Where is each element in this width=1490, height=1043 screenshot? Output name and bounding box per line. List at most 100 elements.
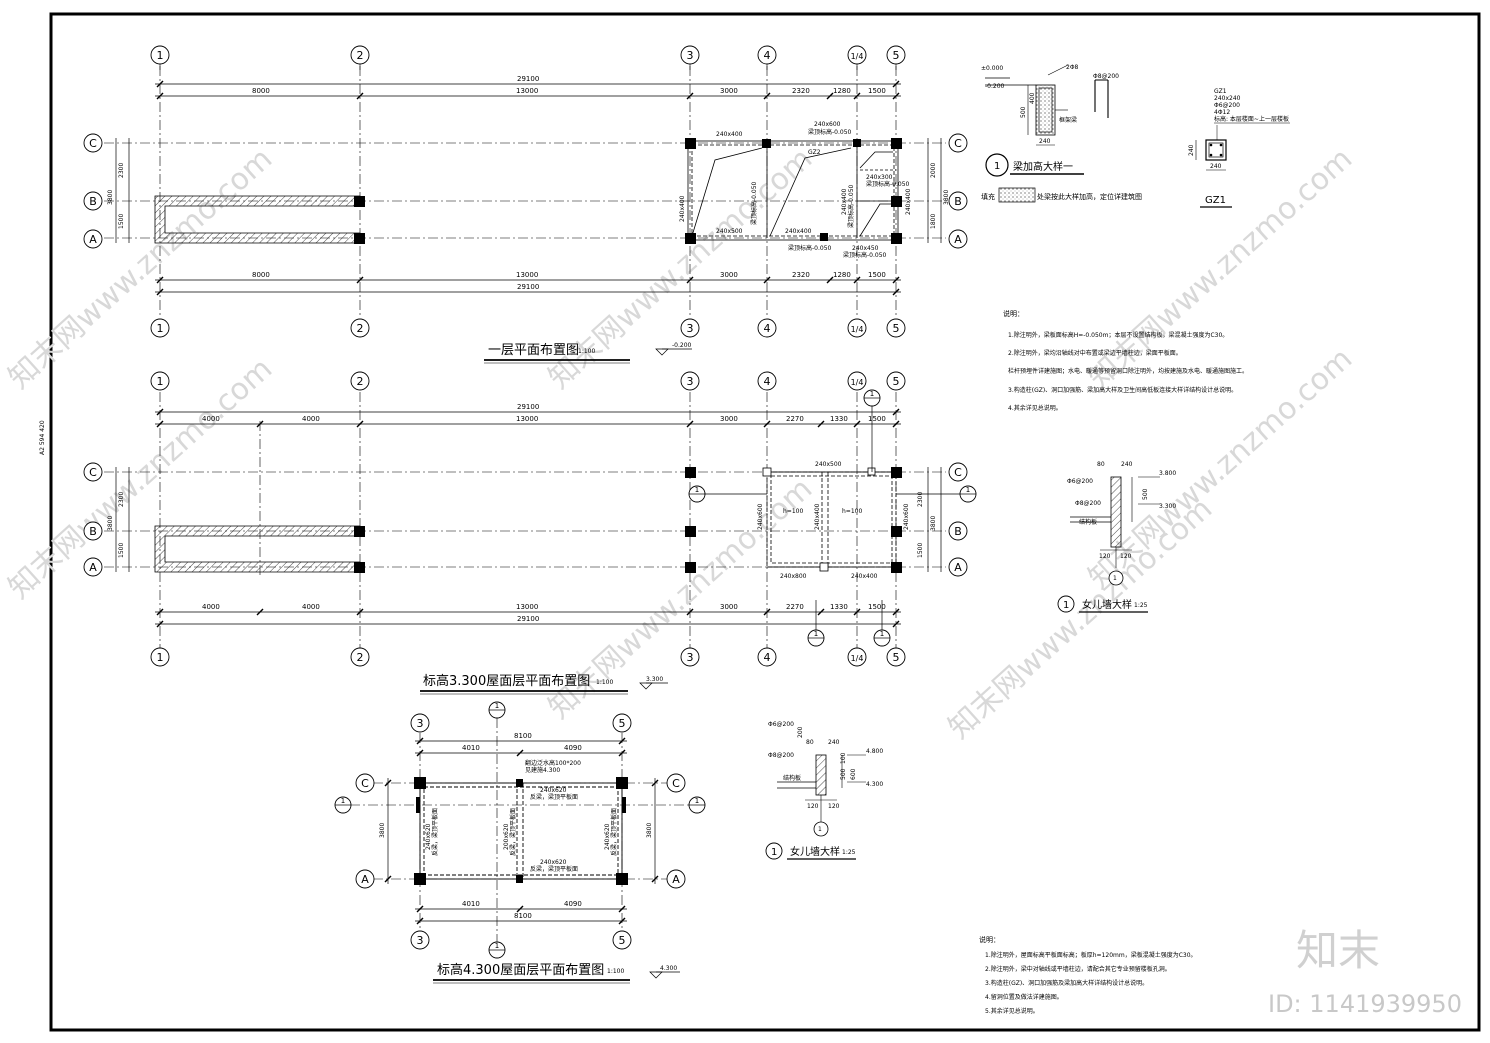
beam-label: h=100 (842, 508, 862, 515)
dim-label: 3000 (720, 603, 738, 611)
axis-label: B (89, 195, 97, 208)
axis-label: 1 (157, 49, 164, 62)
section-mark: 1 (814, 630, 818, 638)
detail-mark: Φ8@200 (1093, 73, 1119, 80)
axis-label: 2 (357, 322, 364, 335)
dim-label: 2270 (786, 415, 804, 423)
detail-mark: Φ8@200 (1075, 500, 1101, 507)
axis-label: A (954, 561, 962, 574)
detail-gz1: GZ1 240x240 Φ6@200 4Φ12 标高: 本层楼面~上一层楼板 2… (1188, 88, 1290, 208)
gz1-dim: 240 (1210, 163, 1222, 170)
axis-label: C (361, 777, 369, 790)
section-mark: 1 (880, 630, 884, 638)
detail-mark: 4.300 (866, 781, 883, 788)
detail-mark: 500 (840, 768, 847, 780)
axis-label: 4 (764, 49, 771, 62)
beam-label: GZ2 (808, 149, 821, 156)
section-mark: 1 (495, 702, 499, 710)
gz1-title: GZ1 (1205, 195, 1226, 206)
note-item: 5.其余详见总说明。 (985, 1007, 1039, 1015)
detail-mark: -0.200 (985, 83, 1005, 90)
detail-mark: Φ6@200 (1067, 478, 1093, 485)
detail-mark: 1 (771, 847, 777, 858)
plan-1: 29100 8000 13000 3000 2320 1280 1500 800… (83, 45, 968, 364)
detail-mark: 240 (1121, 461, 1133, 468)
beam-label: 反梁，梁顶平板面 (610, 808, 618, 856)
axis-label: 2 (357, 651, 364, 664)
dim-label: 1330 (830, 415, 848, 423)
note-item: 3.构造柱(GZ)、洞口加强筋及梁加高大样详结构设计总说明。 (985, 979, 1148, 987)
axis-label: 5 (893, 375, 900, 388)
note-item: 2.除注明外，梁中对轴线或平墙柱边，请配合其它专业预留楼板孔洞。 (985, 965, 1171, 973)
beam-label: 梁顶标高-0.050 (750, 181, 758, 225)
dim-label: 3800 (943, 190, 950, 205)
axis-label: 4 (764, 651, 771, 664)
detail-parapet-1: Φ6@200 80 240 3.800 Φ8@200 500 3.300 结构板… (1057, 461, 1176, 613)
detail-mark: 1 (1113, 575, 1117, 582)
dim-label: 2300 (118, 492, 125, 507)
beam-label: 240x620 (425, 823, 432, 850)
axis-label: 5 (893, 322, 900, 335)
dim-label: 1280 (833, 271, 851, 279)
axis-label: B (954, 525, 962, 538)
dim-label: 4000 (202, 603, 220, 611)
detail-mark: Φ8@200 (768, 752, 794, 759)
watermark-text: 知末网www.znzmo.com (542, 141, 819, 396)
fill-swatch (998, 187, 1036, 203)
axis-label: 3 (417, 717, 424, 730)
dim-label: 2300 (917, 492, 924, 507)
detail-mark: 1 (818, 826, 822, 833)
axis-label: 4 (764, 322, 771, 335)
fill-label: 填充 (981, 192, 995, 201)
detail-mark: 1 (994, 161, 1000, 172)
beam-label: 240x400 (785, 228, 812, 235)
detail-mark: 2Φ8 (1066, 64, 1079, 71)
dim-label: 13000 (516, 415, 538, 423)
beam-label: 240x400 (716, 131, 743, 138)
axis-label: C (954, 137, 962, 150)
dim-label: 3000 (720, 415, 738, 423)
axis-label: 3 (687, 651, 694, 664)
beam-label: 240x500 (716, 228, 743, 235)
axis-label: A (89, 233, 97, 246)
axis-label: A (954, 233, 962, 246)
detail-mark: 120 (828, 803, 840, 810)
dim-label: 8000 (252, 87, 270, 95)
notes-heading: 说明： (1003, 309, 1024, 318)
dim-label: 1500 (868, 415, 886, 423)
plan-title: 标高4.300屋面层平面布置图 (437, 962, 604, 978)
beam-label: 240x620 (540, 787, 567, 794)
section-mark: 1 (495, 942, 499, 950)
dim-label: 4090 (564, 900, 582, 908)
dim-label: 2000 (930, 163, 937, 178)
beam-label: 反梁，梁顶平板面 (530, 865, 578, 873)
axis-label: 4 (764, 375, 771, 388)
axis-label: 1/4 (851, 654, 864, 663)
detail-mark: 400 (1029, 92, 1036, 104)
dim-label: 1280 (833, 87, 851, 95)
axis-label: A (89, 561, 97, 574)
detail-mark: 600 (850, 768, 857, 780)
dim-label: 13000 (516, 603, 538, 611)
detail-mark: 结构板 (1079, 518, 1097, 526)
dim-label: 4000 (302, 603, 320, 611)
beam-label: 反梁，梁顶平板面 (509, 808, 517, 856)
notes-heading: 说明： (979, 935, 1000, 944)
dim-total-bottom: 29100 (517, 615, 539, 623)
axis-label: C (954, 466, 962, 479)
detail-mark: 4.800 (866, 748, 883, 755)
dim-label: 13000 (516, 87, 538, 95)
axis-label: A (361, 873, 369, 886)
axis-label: 1/4 (851, 325, 864, 334)
sheet-side-label: A2 594 420 (39, 420, 46, 455)
axis-label: 5 (619, 934, 626, 947)
detail-scale: 1:25 (1134, 602, 1148, 609)
detail-mark: 80 (1097, 461, 1105, 468)
gz1-spec: Φ6@200 (1214, 102, 1240, 109)
axis-label: 3 (687, 375, 694, 388)
dim-label: 3000 (720, 271, 738, 279)
note-item: 4.留洞位置及做法详建施图。 (985, 993, 1063, 1001)
detail-mark: 500 (1020, 106, 1027, 118)
gz1-spec: 240x240 (1214, 95, 1241, 102)
dim-label: 2320 (792, 87, 810, 95)
